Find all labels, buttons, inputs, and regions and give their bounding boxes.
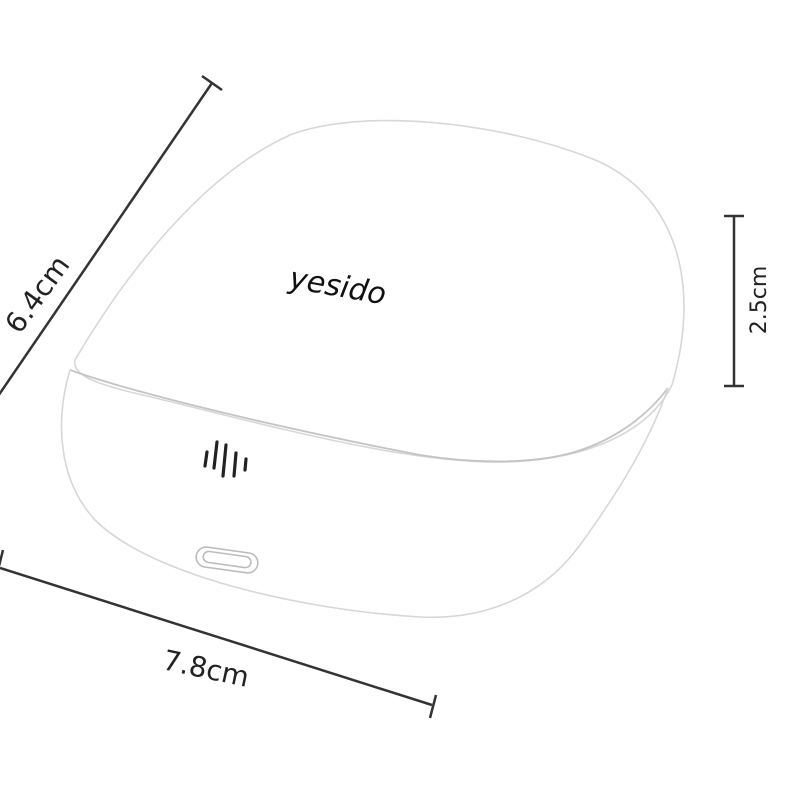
case-body (60, 369, 669, 619)
dimension-diagonal-line (0, 82, 214, 396)
dimension-diagonal-tick-top (201, 74, 223, 92)
dimension-width-line (0, 566, 433, 707)
sound-wave-icon (203, 440, 248, 478)
dimension-width-label: 7.8cm (160, 644, 252, 694)
dimension-height: 2.5cm (724, 214, 772, 388)
dimension-width-tick-right (428, 694, 438, 719)
dimension-width-tick-left (0, 549, 5, 568)
dimension-width: 7.8cm (0, 549, 438, 719)
case-lid (74, 119, 685, 463)
usb-c-port-icon (195, 546, 259, 574)
dimension-diagonal-label: 6.4cm (0, 249, 76, 339)
brand-logo-text: yesido (286, 261, 389, 313)
dimension-height-label: 2.5cm (747, 266, 772, 335)
dimension-diagonal: 6.4cm (0, 74, 223, 396)
case-seam (69, 369, 669, 463)
charging-case (60, 119, 685, 619)
brand-logo: yesido (286, 261, 389, 313)
